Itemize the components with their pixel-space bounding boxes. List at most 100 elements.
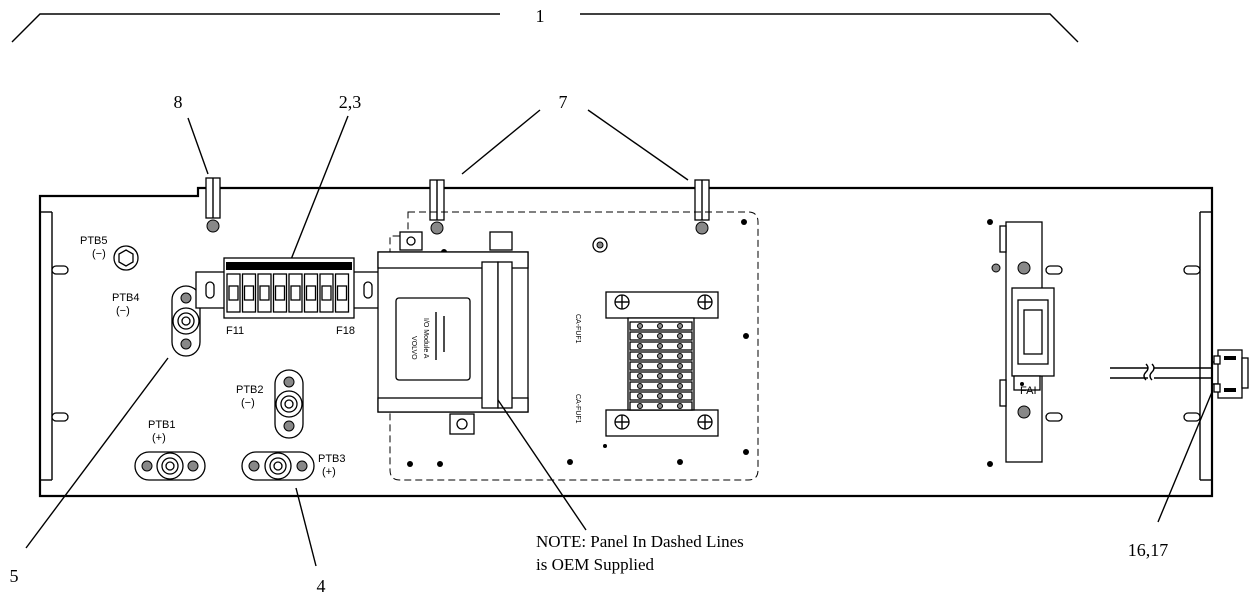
terminal-screw xyxy=(637,383,643,389)
ptb3-label: PTB3 xyxy=(318,453,346,465)
terminal-screw xyxy=(637,403,643,409)
ptb1-terminal xyxy=(134,451,206,481)
terminal-screw xyxy=(657,333,663,339)
callout-7: 7 xyxy=(559,92,568,112)
standoff-nut xyxy=(695,221,709,235)
oem-panel-bracket-tabs xyxy=(399,231,608,435)
mounting-slot xyxy=(1183,265,1201,275)
terminal-screw xyxy=(677,393,683,399)
io-module-name: I/O Module A xyxy=(422,318,429,359)
callout-1: 1 xyxy=(536,6,545,26)
standoff-7-right xyxy=(694,179,710,235)
terminal-screw xyxy=(637,353,643,359)
ptb1-sign: (+) xyxy=(152,432,166,444)
standoff-nut xyxy=(206,219,220,233)
fuse-f11-label: F11 xyxy=(226,325,244,337)
note-line-2: is OEM Supplied xyxy=(536,555,655,574)
fuse-cartridge xyxy=(336,285,348,301)
terminal-screw xyxy=(657,383,663,389)
terminal-label-top: CA-FUF1 xyxy=(574,314,581,344)
callout-5: 5 xyxy=(10,566,19,586)
terminal-screw xyxy=(637,393,643,399)
leader-7-right xyxy=(587,109,689,181)
ptb4-terminal xyxy=(171,285,201,357)
terminal-screw xyxy=(657,353,663,359)
fuse-terminal-block xyxy=(195,257,383,319)
io-module-label-plate xyxy=(395,297,471,381)
main-panel xyxy=(38,186,1214,498)
mounting-slots xyxy=(51,265,1201,422)
mounting-slot xyxy=(1045,412,1063,422)
terminal-screw xyxy=(677,333,683,339)
mounting-slot xyxy=(51,412,69,422)
leader-16-17 xyxy=(1157,391,1213,523)
terminal-screw xyxy=(637,343,643,349)
terminal-strip-block: CA-FUF1 CA-FUF1 xyxy=(574,291,719,437)
ptb5-terminal xyxy=(113,245,139,271)
standoff-8 xyxy=(205,177,221,233)
terminal-screw xyxy=(637,323,643,329)
cable-connector-16-17 xyxy=(1213,349,1249,399)
terminal-screw xyxy=(677,403,683,409)
fuse-cartridge xyxy=(305,285,317,301)
mounting-slot xyxy=(51,265,69,275)
note-line-1: NOTE: Panel In Dashed Lines xyxy=(536,532,744,551)
callout-16-17: 16,17 xyxy=(1128,540,1169,560)
io-module: VOLVO I/O Module A xyxy=(377,251,529,413)
terminal-screw xyxy=(637,363,643,369)
fuse-cartridge xyxy=(274,285,286,301)
leader-2-3 xyxy=(289,115,349,263)
terminal-screw xyxy=(677,383,683,389)
ptb2-terminal xyxy=(274,369,304,439)
ptb2-label: PTB2 xyxy=(236,384,264,396)
ptb5-sign: (−) xyxy=(92,248,106,260)
terminal-screw xyxy=(657,363,663,369)
ptb4-sign: (−) xyxy=(116,305,130,317)
ptb3-sign: (+) xyxy=(322,466,336,478)
callout-4: 4 xyxy=(317,576,326,595)
callout-2-3: 2,3 xyxy=(339,92,362,112)
terminal-screw xyxy=(657,373,663,379)
fai-connector-bracket xyxy=(987,219,1055,467)
leader-7-left xyxy=(461,109,541,175)
ptb4-label: PTB4 xyxy=(112,292,140,304)
terminal-screw xyxy=(677,373,683,379)
terminal-label-bottom: CA-FUF1 xyxy=(574,394,581,424)
oem-panel-dashed xyxy=(389,211,759,481)
terminal-screw xyxy=(657,323,663,329)
fuse-cartridge xyxy=(259,285,270,301)
mounting-slot xyxy=(1183,412,1201,422)
ptb2-sign: (−) xyxy=(241,397,255,409)
io-module-brand: VOLVO xyxy=(410,336,417,360)
standoff-7-left xyxy=(429,179,445,235)
leader-8 xyxy=(187,117,209,175)
terminal-screw xyxy=(657,343,663,349)
leader-4 xyxy=(295,487,317,567)
terminal-screw xyxy=(637,333,643,339)
fuse-cartridge xyxy=(290,285,301,301)
fai-label: FAI xyxy=(1020,385,1037,397)
ptb1-label: PTB1 xyxy=(148,419,176,431)
mounting-slot xyxy=(1045,265,1063,275)
ptb5-label: PTB5 xyxy=(80,235,108,247)
terminal-screw xyxy=(657,403,663,409)
terminal-screw xyxy=(637,373,643,379)
terminal-screw xyxy=(677,363,683,369)
fuse-f18-label: F18 xyxy=(336,325,355,337)
ptb3-terminal xyxy=(241,451,315,481)
terminal-screw xyxy=(657,393,663,399)
fuse-cartridge xyxy=(243,285,255,301)
terminal-screw xyxy=(677,323,683,329)
terminal-screw xyxy=(677,343,683,349)
terminal-screw xyxy=(677,353,683,359)
fuse-cartridge xyxy=(228,285,239,301)
fuse-cartridge xyxy=(321,285,332,301)
callout-8: 8 xyxy=(174,92,183,112)
standoff-nut xyxy=(430,221,444,235)
leader-note xyxy=(497,399,587,531)
leader-5 xyxy=(25,357,169,549)
cable-harness xyxy=(1110,361,1220,385)
bracket-callout-1 xyxy=(11,13,1079,43)
